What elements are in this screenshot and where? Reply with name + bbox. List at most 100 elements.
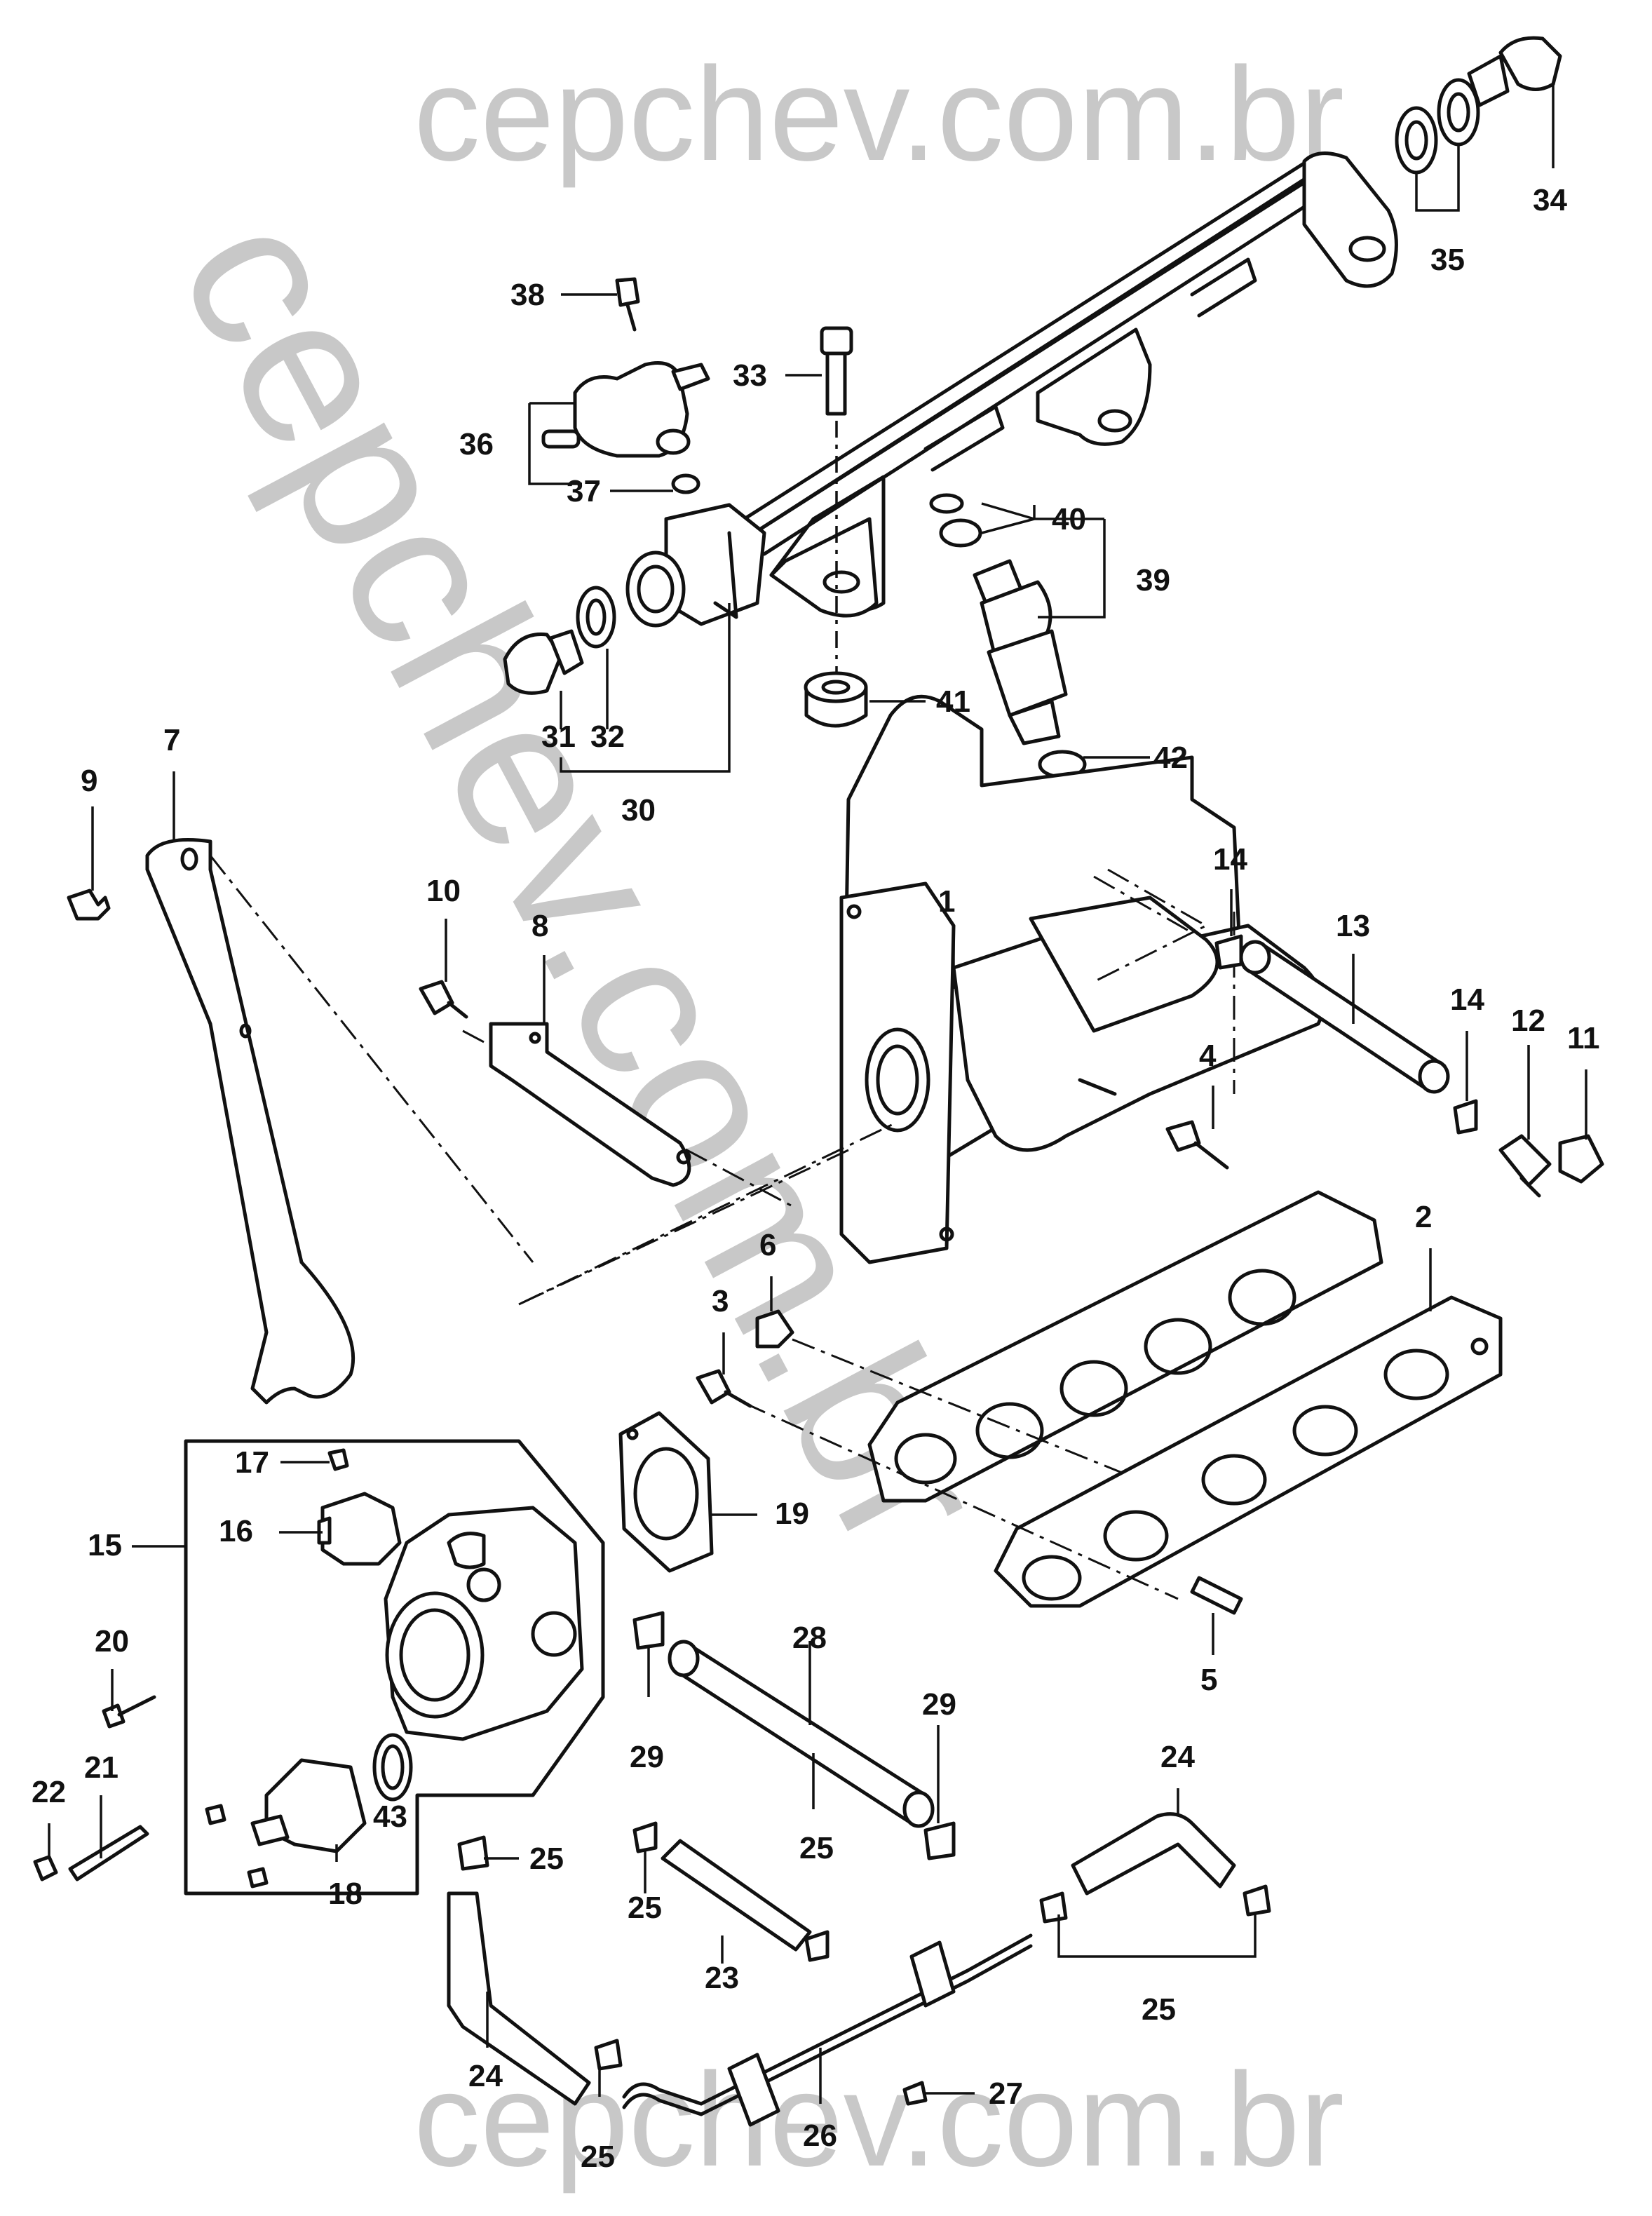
watermark-top: cepchev.com.br: [414, 40, 1344, 189]
callout-3: 3: [712, 1284, 729, 1318]
bolt-38: [615, 277, 640, 307]
callout-40: 40: [1052, 502, 1086, 536]
clamp-25e: [1039, 1891, 1068, 1924]
assembly-line-c: [518, 1121, 898, 1306]
clamp-25a: [632, 1821, 658, 1853]
callout-39: 39: [1136, 563, 1170, 597]
callout-16: 16: [219, 1514, 253, 1548]
callout-10: 10: [426, 874, 461, 908]
screw-18b: [247, 1867, 269, 1889]
callouts: 1 2 3 4 5 6 7 8 9 10 11 12 13 14 14 15 1…: [32, 183, 1600, 2174]
callout-26: 26: [803, 2119, 837, 2153]
callout-29b: 29: [922, 1687, 956, 1722]
callout-36: 36: [459, 427, 494, 461]
callout-21: 21: [84, 1750, 119, 1785]
throttle-position-sensor: [317, 1492, 402, 1566]
callout-7: 7: [163, 723, 180, 757]
callout-2: 2: [1415, 1200, 1432, 1234]
bolt-3: [696, 1369, 752, 1408]
screw-17: [327, 1448, 349, 1471]
bracket-8: [489, 1022, 691, 1187]
assembly-line-e: [743, 1401, 1179, 1600]
hose-13: [1239, 940, 1450, 1094]
callout-27: 27: [989, 2076, 1023, 2111]
callout-23: 23: [705, 1961, 739, 1995]
fuel-rail: [625, 151, 1398, 628]
fitting-12: [1498, 1134, 1552, 1198]
injector: [973, 559, 1068, 745]
screw-18a: [205, 1804, 226, 1825]
hose-23: [661, 1839, 812, 1952]
grommet-41: [804, 671, 868, 728]
pipe-26: [622, 1933, 1033, 2127]
callout-22: 22: [32, 1775, 66, 1809]
callout-41: 41: [936, 684, 970, 719]
hose-24-lower: [447, 1891, 591, 2106]
callout-25d: 25: [581, 2140, 615, 2174]
stud-5: [1190, 1576, 1243, 1615]
o-ring-40a: [929, 493, 964, 514]
callout-28: 28: [792, 1621, 827, 1655]
exhaust-gasket: [994, 1295, 1503, 1608]
plug-31: [503, 629, 584, 695]
clamp-25c: [457, 1835, 489, 1871]
callout-30: 30: [621, 793, 656, 827]
gasket-43: [372, 1733, 413, 1802]
clamp-29a: [632, 1611, 665, 1650]
callout-31: 31: [541, 719, 576, 754]
pressure-regulator: [541, 361, 710, 458]
clamp-14a: [1214, 934, 1243, 970]
callout-25c: 25: [799, 1831, 834, 1865]
leader-lines: [48, 84, 1587, 2104]
washer-35b: [1395, 106, 1438, 175]
callout-24b: 24: [1160, 1740, 1195, 1774]
hose-24-upper: [1071, 1812, 1236, 1896]
callout-13: 13: [1336, 909, 1370, 943]
clamp-25b: [804, 1930, 830, 1962]
callout-32: 32: [590, 719, 625, 754]
callout-14b: 14: [1450, 982, 1484, 1017]
cap-11: [1558, 1134, 1604, 1184]
callout-4: 4: [1199, 1039, 1217, 1073]
assembly-line-g: [518, 1149, 849, 1306]
callout-15: 15: [88, 1528, 122, 1562]
callout-17: 17: [235, 1445, 269, 1480]
callout-14a: 14: [1213, 842, 1247, 877]
washer-35a: [1437, 78, 1480, 147]
callout-19: 19: [775, 1497, 809, 1531]
throttle-body-group-box: [184, 1439, 605, 1896]
clamp-25d: [594, 2039, 623, 2071]
nut-22: [33, 1855, 58, 1881]
o-ring-40b: [939, 518, 982, 548]
callout-12: 12: [1511, 1004, 1545, 1038]
callout-25e: 25: [1142, 1992, 1176, 2027]
intake-manifold: [839, 694, 1383, 1503]
callout-34: 34: [1533, 183, 1567, 217]
callout-20: 20: [95, 1624, 129, 1658]
callout-42: 42: [1153, 741, 1188, 775]
bolt-27: [902, 2081, 928, 2106]
bolt-33: [820, 326, 853, 673]
o-ring-37: [671, 473, 700, 494]
bolt-4: [1165, 1120, 1229, 1170]
throttle-body: [384, 1506, 584, 1741]
nut-6: [755, 1309, 794, 1349]
callout-43: 43: [373, 1799, 407, 1834]
callout-25a: 25: [529, 1842, 564, 1876]
bolt-9: [67, 889, 111, 921]
clamp-14b: [1453, 1099, 1478, 1135]
callout-18: 18: [328, 1877, 363, 1911]
callout-25b: 25: [628, 1891, 662, 1925]
assembly-line-f: [209, 855, 534, 1263]
callout-1: 1: [938, 884, 955, 919]
clamp-25f: [1243, 1884, 1271, 1917]
idle-air-valve: [250, 1758, 367, 1853]
assembly-line-d: [792, 1338, 1123, 1474]
throttle-gasket-19: [618, 1411, 714, 1573]
hose-28: [668, 1640, 935, 1828]
callout-33: 33: [733, 358, 767, 393]
washer-32: [576, 586, 616, 649]
bolt-20: [102, 1695, 156, 1729]
callout-9: 9: [81, 764, 97, 798]
